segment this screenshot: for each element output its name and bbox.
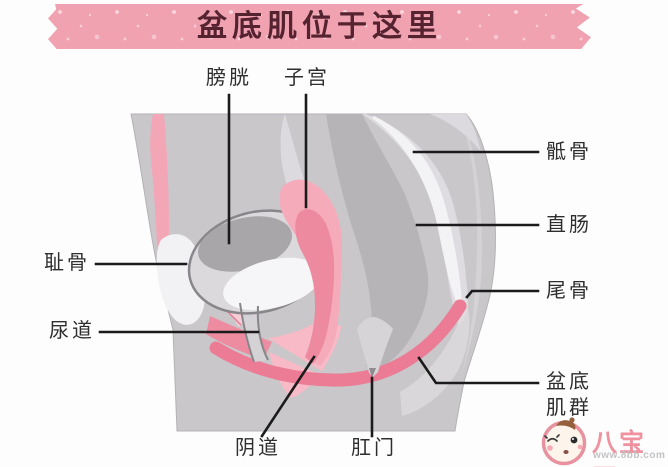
pelvic-floor-label-line2: 肌群 [546,397,592,419]
uterus-group [279,179,343,366]
leader-lines [94,93,540,438]
pelvic-floor-muscle-shape [209,299,467,387]
buttock-highlight-shape [400,302,470,416]
coccyx-label: 尾骨 [546,280,592,302]
bladder-group [187,209,329,363]
rectum-label: 直肠 [546,214,592,236]
bladder-lumen-shape [223,257,321,311]
anus-opening-shape [369,368,376,378]
rectum-shape [326,114,429,370]
page-title: 盆底肌位于这里 [197,10,442,43]
pelvic-floor-label: 盆底 肌群 [546,369,592,421]
buttock-edge-highlight-shape [460,135,482,380]
baby-face-icon [541,417,587,466]
bladder-interior-shape [198,216,292,272]
vagina-label: 阴道 [235,437,281,459]
title-banner: 盆底肌位于这里 [48,4,591,49]
anus-label: 肛门 [351,437,397,459]
coccyx-leader-line [465,289,540,299]
watermark-site-url: www.8bb.com [593,450,666,461]
urethra-wall-lines [239,302,269,363]
anal-canal-shape [357,317,393,377]
uterus-label: 子宫 [284,67,330,89]
pubic-bone-label: 耻骨 [44,252,90,274]
pelvic-floor-label-line1: 盆底 [546,371,592,393]
sacrum-bone-shape [372,116,462,308]
bladder-label: 膀胱 [206,67,252,89]
abdominal-muscle-band-shape [150,114,169,262]
hip-top-highlight-shape [430,114,481,152]
urethra-label: 尿道 [49,320,95,342]
pelvic-floor-leader-line [417,356,540,385]
uterus-inner-shape [295,209,335,364]
vagina-leader-line [260,355,316,438]
watermark-site-name: 八宝网 [592,429,647,467]
sacrum-label: 骶骨 [546,141,592,163]
